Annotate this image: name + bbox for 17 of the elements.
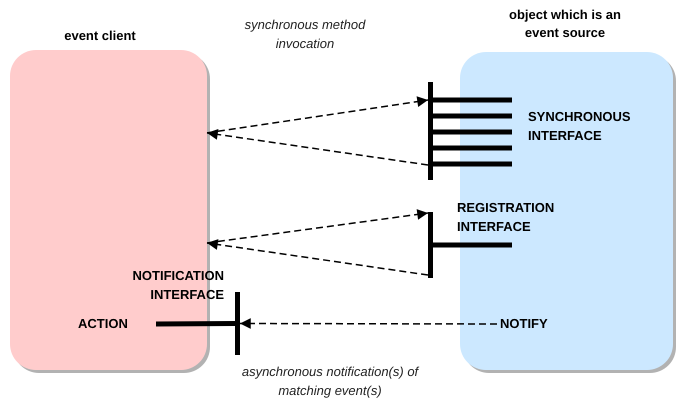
annotation-text: synchronous method invocation	[244, 16, 367, 53]
box-heading: object which is an event source	[508, 6, 622, 42]
interface-symbol	[428, 82, 512, 180]
node-label: NOTIFY	[500, 314, 560, 334]
box-heading: event client	[63, 27, 137, 45]
connector-line	[156, 321, 236, 326]
annotation-text: asynchronous notification(s) of matching event(s)	[240, 363, 420, 400]
interface-symbol	[235, 292, 240, 355]
interface-label: NOTIFICATION INTERFACE	[132, 267, 224, 304]
interface-label: SYNCHRONOUS INTERFACE	[528, 108, 632, 145]
dashed-arrow	[206, 209, 428, 244]
dashed-arrow	[206, 239, 428, 276]
interface-label: REGISTRATION INTERFACE	[457, 199, 556, 236]
dashed-arrow	[240, 318, 497, 329]
dashed-arrow	[206, 129, 428, 166]
node-label: ACTION	[78, 314, 138, 334]
dashed-arrow	[206, 96, 428, 134]
